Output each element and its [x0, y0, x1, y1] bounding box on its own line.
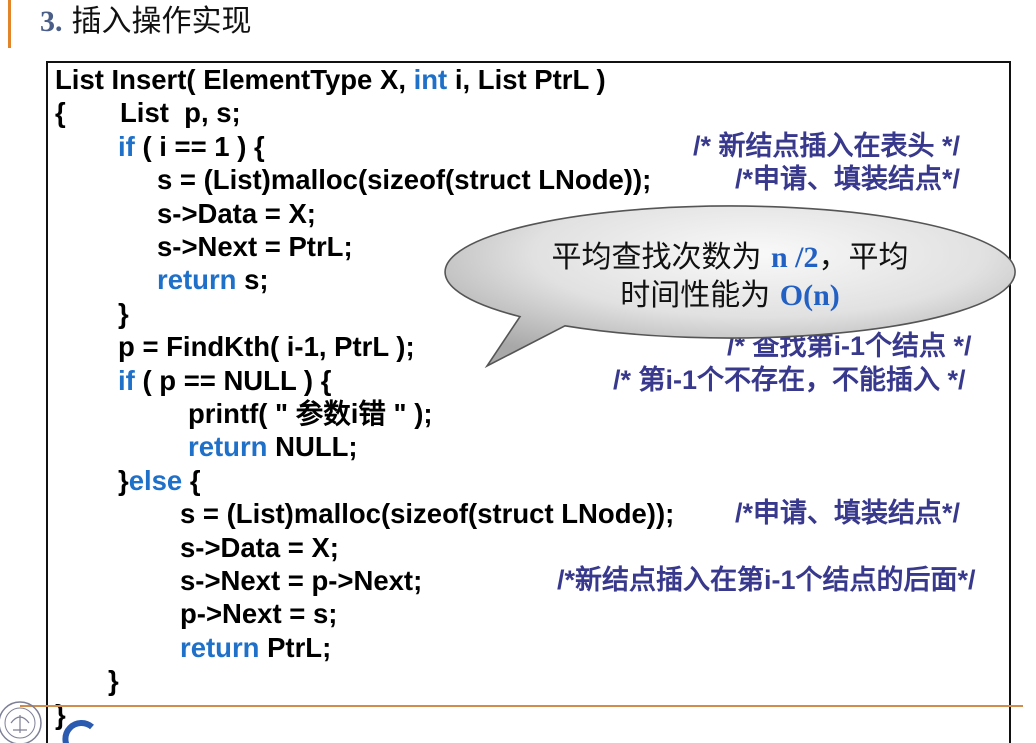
code-keyword: if	[118, 364, 135, 396]
code-line: s->Data = X;	[180, 531, 339, 564]
code-line: }	[118, 297, 129, 330]
code-text: {	[55, 97, 66, 129]
course-c-logo	[62, 720, 94, 743]
callout-highlight: O(n)	[779, 279, 840, 312]
code-line: return s;	[157, 263, 269, 296]
code-line: {	[55, 96, 66, 129]
callout-text: 时间性能为	[620, 278, 780, 313]
code-text: s->Next = PtrL;	[157, 231, 353, 262]
code-text: {	[182, 464, 201, 496]
code-line: List Insert( ElementType X, int i, List …	[55, 63, 606, 96]
code-comment: /* 新结点插入在表头 */	[693, 130, 961, 161]
code-text: p = FindKth( i-1, PtrL );	[118, 331, 415, 363]
code-line: if ( p == NULL ) {	[118, 364, 331, 397]
code-text: s->Data = X;	[180, 531, 339, 563]
section-number: 3.	[40, 5, 63, 38]
code-line: p = FindKth( i-1, PtrL );	[118, 330, 415, 363]
code-text: p->Next = s;	[180, 598, 338, 630]
code-line: p->Next = s;	[180, 597, 337, 630]
code-line: s->Next = p->Next;	[180, 564, 422, 597]
code-text: List p, s;	[120, 97, 241, 129]
code-text: s;	[236, 264, 269, 296]
code-text: printf( " 参数i错 " );	[188, 398, 433, 429]
footer-divider	[20, 705, 1023, 707]
callout-text: 平均查找次数为	[551, 240, 771, 275]
code-keyword: return	[157, 264, 237, 296]
code-comment: /*申请、填装结点*/	[735, 498, 961, 529]
code-text: i, List PtrL )	[447, 64, 606, 95]
title-text: 插入操作实现	[71, 4, 252, 39]
code-keyword: return	[180, 631, 260, 663]
code-text: s->Next = p->Next;	[180, 565, 423, 596]
code-line: printf( " 参数i错 " );	[188, 397, 433, 430]
code-comment: /* 查找第i-1个结点 */	[727, 331, 972, 362]
code-comment: /*申请、填装结点*/	[735, 164, 961, 195]
callout-highlight: n /2	[771, 241, 819, 274]
code-line: }	[55, 698, 66, 731]
code-text: }	[55, 698, 66, 730]
code-text: List Insert( ElementType X,	[55, 64, 414, 95]
code-line: return NULL;	[188, 430, 358, 463]
code-text: ( i == 1 ) {	[134, 130, 265, 162]
code-text: s = (List)malloc(sizeof(struct LNode));	[157, 164, 652, 196]
code-keyword: else	[128, 464, 183, 496]
code-text: s->Data = X;	[157, 197, 316, 229]
code-comment: /*新结点插入在第i-1个结点的后面*/	[557, 565, 976, 595]
code-line: if ( i == 1 ) {	[118, 130, 265, 163]
code-text: s = (List)malloc(sizeof(struct LNode));	[180, 498, 675, 530]
code-line: s->Data = X;	[157, 197, 316, 230]
callout-line-2: 时间性能为 O(n)	[445, 278, 1015, 314]
accent-bar	[8, 0, 11, 48]
code-comment: /* 第i-1个不存在，不能插入 */	[613, 364, 966, 395]
code-keyword: return	[188, 431, 268, 463]
code-line: s = (List)malloc(sizeof(struct LNode));	[157, 163, 651, 196]
code-keyword: int	[413, 64, 448, 95]
code-box	[46, 61, 1011, 743]
code-text: }	[118, 297, 129, 329]
code-line: return PtrL;	[180, 631, 331, 664]
code-line: List p, s;	[120, 96, 241, 129]
code-text: PtrL;	[259, 631, 332, 663]
code-line: s->Next = PtrL;	[157, 230, 353, 263]
code-text: NULL;	[267, 431, 358, 463]
university-seal-logo	[0, 701, 42, 743]
code-keyword: if	[118, 130, 135, 162]
code-line: }else {	[118, 464, 201, 497]
code-text: }	[108, 665, 119, 697]
code-text: }	[118, 464, 129, 496]
callout-line-1: 平均查找次数为 n /2，平均	[445, 240, 1015, 276]
code-line: s = (List)malloc(sizeof(struct LNode));	[180, 497, 674, 530]
slide-title: 3.插入操作实现	[40, 2, 252, 42]
code-line: }	[108, 664, 119, 697]
callout-text: ，平均	[818, 240, 909, 275]
code-text: ( p == NULL ) {	[134, 364, 332, 396]
